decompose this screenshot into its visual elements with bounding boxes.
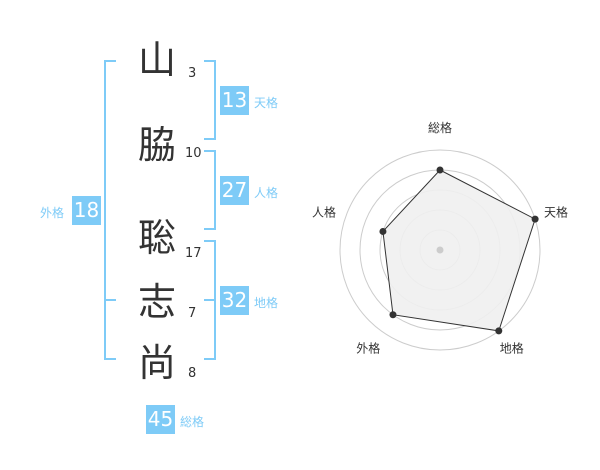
char-1: 山 <box>138 38 177 82</box>
radar-axis-label: 外格 <box>356 341 380 356</box>
bracket-tick <box>104 358 116 360</box>
radar-axis-label: 人格 <box>312 204 336 219</box>
bracket-tick <box>204 299 216 301</box>
radar-axis-label: 天格 <box>544 204 568 219</box>
strokes-5: 8 <box>188 366 197 381</box>
radar-point-4 <box>379 227 387 235</box>
bracket-tick <box>204 228 216 230</box>
char-5: 尚 <box>138 341 177 385</box>
gaikaku-bracket <box>104 60 106 360</box>
jinkaku-bracket <box>214 150 216 230</box>
tenkaku-value: 13 <box>220 86 249 115</box>
bracket-tick <box>204 150 216 152</box>
bracket-tick <box>204 240 216 242</box>
char-4: 志 <box>138 280 177 324</box>
char-3: 聡 <box>138 216 177 260</box>
radar-point-2 <box>495 327 503 335</box>
bracket-tick <box>204 60 216 62</box>
soukaku-label: 総格 <box>180 415 205 429</box>
radar-axis-label: 地格 <box>500 341 524 356</box>
radar-area <box>382 169 536 332</box>
bracket-tick <box>204 138 216 140</box>
radar-point-1 <box>531 215 539 223</box>
soukaku-value: 45 <box>146 405 175 434</box>
bracket-tick <box>104 60 116 62</box>
chikaku-value: 32 <box>220 286 249 315</box>
radar-point-0 <box>436 166 444 174</box>
jinkaku-label: 人格 <box>254 186 279 200</box>
radar-center <box>436 246 444 254</box>
strokes-3: 17 <box>185 246 202 261</box>
strokes-4: 7 <box>188 306 197 321</box>
tenkaku-label: 天格 <box>254 96 279 110</box>
jinkaku-value: 27 <box>220 176 249 205</box>
char-2: 脇 <box>138 123 177 167</box>
gaikaku-label: 外格 <box>40 206 65 220</box>
bracket-tick <box>104 299 116 301</box>
gaikaku-value: 18 <box>72 196 101 225</box>
radar-ring <box>339 149 541 351</box>
strokes-1: 3 <box>188 66 197 81</box>
radar-axis-label: 総格 <box>428 120 452 135</box>
bracket-tick <box>204 358 216 360</box>
chikaku-label: 地格 <box>254 296 279 310</box>
tenkaku-bracket <box>214 60 216 140</box>
radar-point-3 <box>389 311 397 319</box>
strokes-2: 10 <box>185 146 202 161</box>
